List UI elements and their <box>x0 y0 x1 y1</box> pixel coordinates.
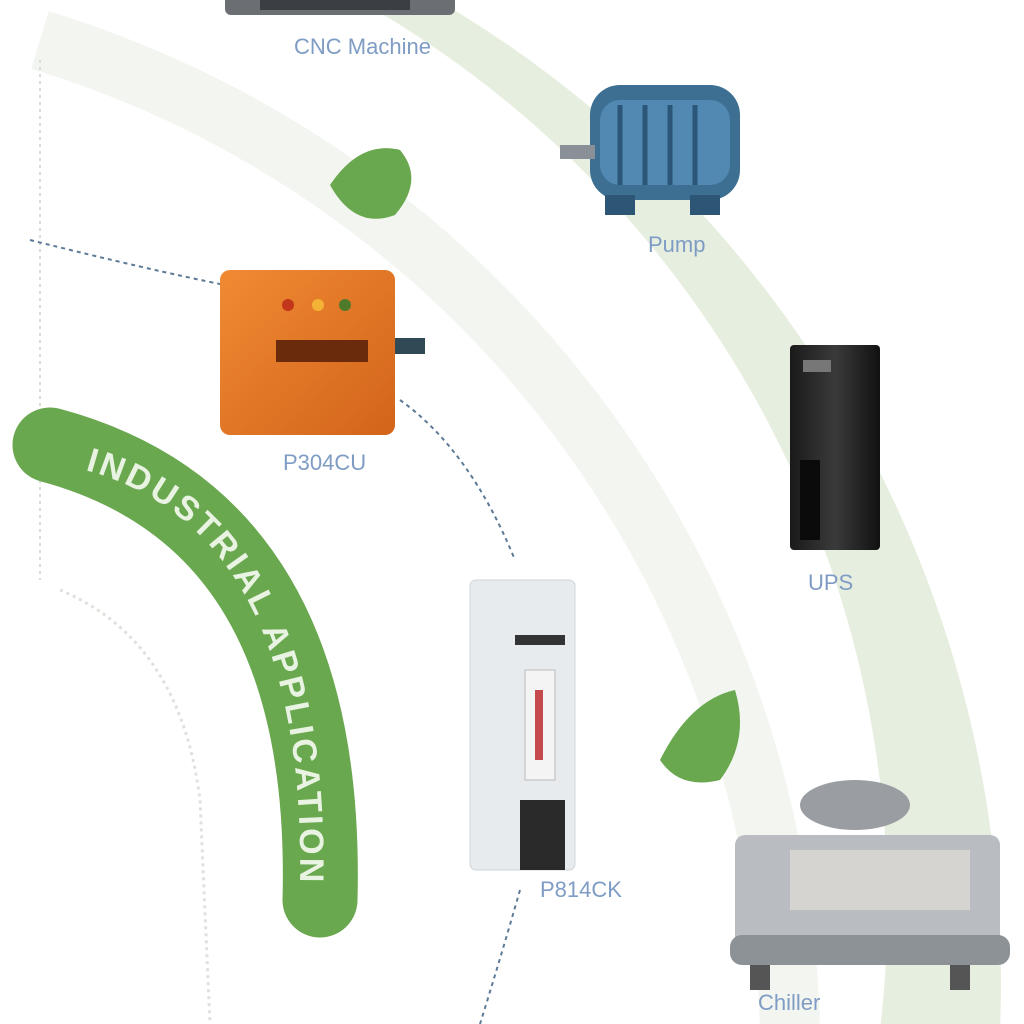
link-controller-module <box>399 399 516 561</box>
link-left <box>29 239 226 286</box>
label-ups: UPS <box>808 570 854 595</box>
status-led-red <box>282 299 294 311</box>
label-cnc-machine: CNC Machine <box>294 34 431 59</box>
controller-display <box>276 340 368 362</box>
pump-image <box>560 85 740 215</box>
label-p304cu: P304CU <box>283 450 367 475</box>
p304cu-controller-image <box>220 270 425 435</box>
label-chiller: Chiller <box>758 990 821 1015</box>
status-led-yellow <box>312 299 324 311</box>
ups-image <box>790 345 880 550</box>
arc-band-inner <box>31 11 820 1024</box>
label-pump: Pump <box>648 232 706 257</box>
label-p814ck: P814CK <box>540 877 622 902</box>
link-bottom <box>479 889 521 1024</box>
chiller-image <box>730 780 1010 990</box>
leaf-tab-top <box>330 148 412 219</box>
p814ck-module-image <box>469 579 576 871</box>
status-led-green <box>339 299 351 311</box>
controller-connector <box>395 338 425 354</box>
leaf-tab-bottom <box>660 690 740 783</box>
cnc-machine-image <box>225 0 455 15</box>
banner-arc <box>12 407 358 938</box>
dotted-arc-inner <box>59 588 212 1024</box>
